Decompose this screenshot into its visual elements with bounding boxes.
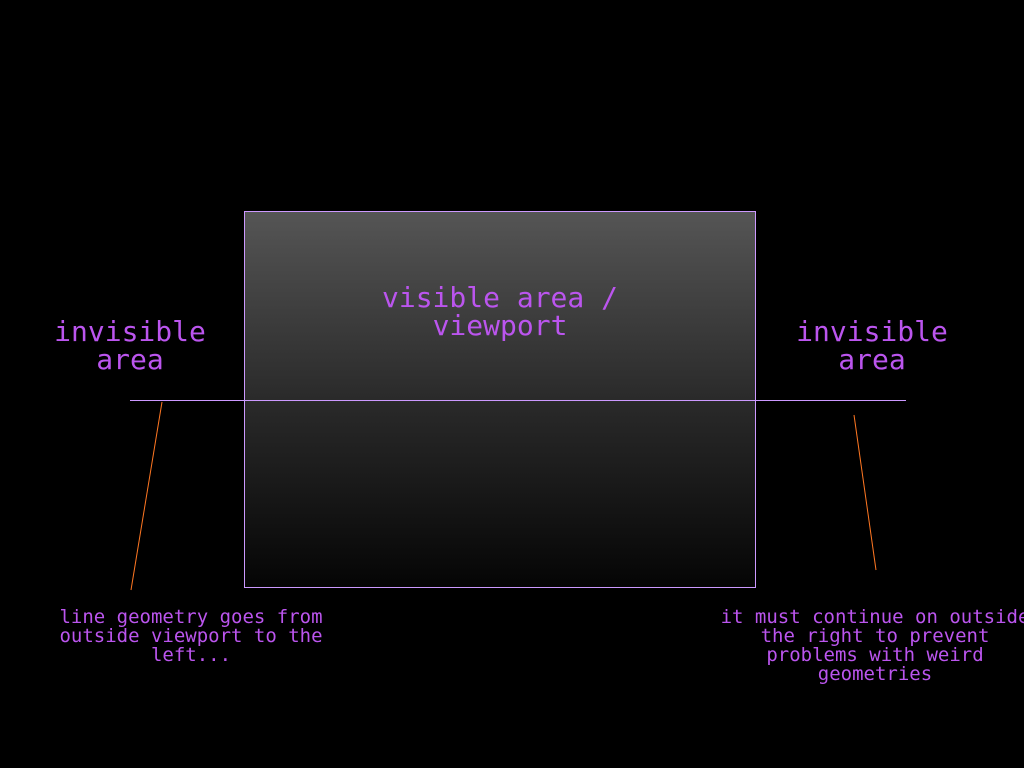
left-annotation: line geometry goes from outside viewport… — [59, 606, 323, 666]
viewport-box — [244, 211, 756, 588]
left-pointer-line — [130, 401, 163, 591]
right-pointer-line — [853, 414, 877, 571]
invisible-area-right-label: invisible area — [796, 315, 948, 376]
right-annotation: it must continue on outside the right to… — [720, 606, 1024, 685]
invisible-area-left-label: invisible area — [54, 315, 206, 376]
viewport-label: visible area / viewport — [381, 281, 618, 342]
